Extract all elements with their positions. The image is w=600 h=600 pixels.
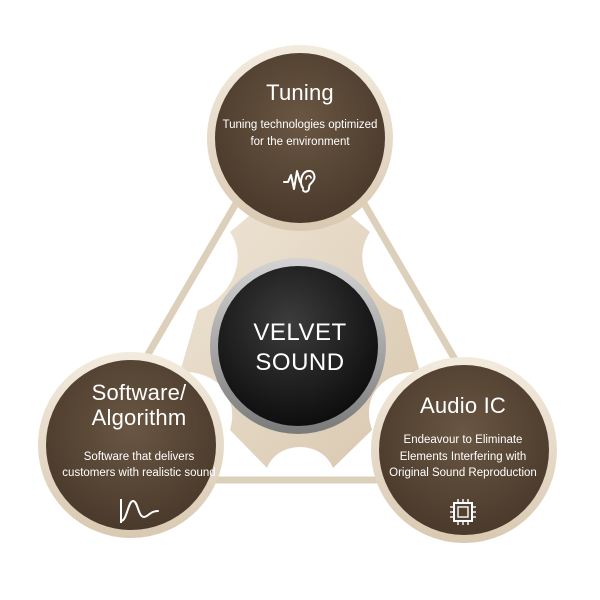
waveform-icon bbox=[120, 499, 159, 524]
chip-icon bbox=[450, 499, 476, 526]
node-tuning-fill bbox=[215, 53, 385, 223]
software-content: Software/ Algorithm Software that delive… bbox=[49, 380, 229, 525]
audio-ic-content: Audio IC Endeavour to Eliminate Elements… bbox=[378, 393, 548, 527]
software-desc-line: Software that delivers bbox=[83, 450, 195, 463]
software-title: Software/ Algorithm bbox=[49, 380, 229, 431]
tuning-desc-line: Tuning technologies optimized bbox=[222, 119, 378, 132]
audio-desc-line: Elements Interfering with bbox=[399, 450, 527, 463]
audio-ic-title: Audio IC bbox=[420, 393, 506, 418]
tuning-desc-line: for the environment bbox=[250, 135, 350, 148]
node-tuning bbox=[207, 45, 393, 231]
audio-desc-line: Original Sound Reproduction bbox=[389, 466, 537, 479]
node-audio-fill bbox=[379, 365, 549, 535]
node-software bbox=[38, 352, 224, 538]
connector-triangle bbox=[129, 198, 471, 484]
center-label: VELVET SOUND bbox=[215, 318, 385, 378]
audio-ic-description: Endeavour to Eliminate Elements Interfer… bbox=[378, 432, 548, 481]
ear-waveform-icon bbox=[283, 169, 316, 193]
connector-tuning-software bbox=[129, 198, 242, 382]
software-title-line: Software/ bbox=[91, 380, 187, 405]
tuning-title: Tuning bbox=[266, 80, 334, 105]
software-title-line: Algorithm bbox=[91, 405, 187, 431]
node-software-fill bbox=[46, 360, 216, 530]
node-audio-ic bbox=[371, 357, 557, 543]
center-node bbox=[210, 258, 386, 434]
software-desc-line: customers with realistic sound bbox=[62, 466, 216, 479]
connector-tuning-audio bbox=[358, 198, 471, 382]
software-description: Software that delivers customers with re… bbox=[49, 449, 229, 482]
center-fill bbox=[218, 266, 378, 426]
center-label-line2: SOUND bbox=[255, 349, 345, 376]
center-label-line1: VELVET bbox=[253, 319, 347, 346]
audio-desc-line: Endeavour to Eliminate bbox=[403, 434, 523, 447]
tuning-description: Tuning technologies optimized for the en… bbox=[210, 117, 390, 150]
tuning-content: Tuning Tuning technologies optimized for… bbox=[210, 80, 390, 194]
